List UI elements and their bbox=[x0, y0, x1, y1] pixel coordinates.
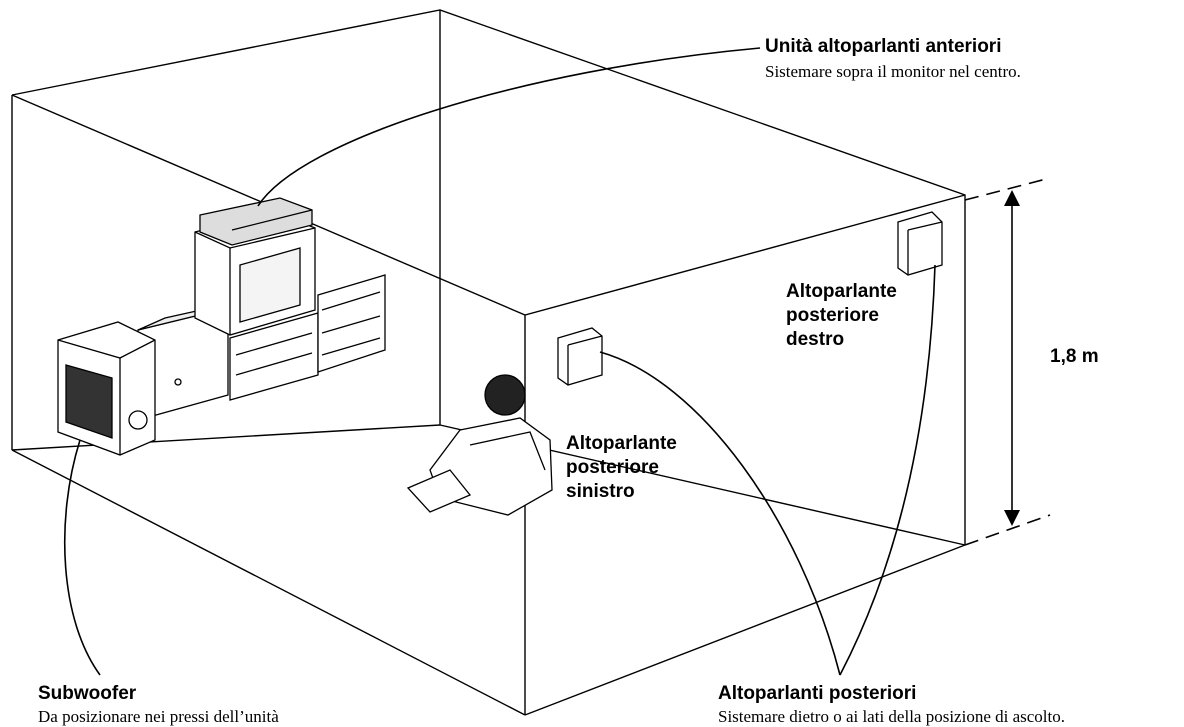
subwoofer-title: Subwoofer bbox=[38, 683, 137, 704]
av-receiver bbox=[229, 312, 319, 401]
height-guides bbox=[964, 177, 1051, 546]
height-label: 1,8 m bbox=[1050, 346, 1099, 367]
tv-stack bbox=[137, 197, 386, 421]
rear-speakers-note: Sistemare dietro o ai lati della posizio… bbox=[718, 707, 1065, 726]
rear-right-label: Altoparlante posteriore destro bbox=[786, 281, 897, 350]
rear-speakers-title: Altoparlanti posteriori bbox=[718, 683, 917, 704]
subwoofer-cabinet bbox=[57, 321, 156, 456]
room-floor-front-left bbox=[11, 449, 526, 716]
av-rack bbox=[317, 274, 386, 373]
front-speakers-title: Unità altoparlanti anteriori bbox=[765, 36, 1002, 57]
listener-in-armchair bbox=[406, 374, 553, 516]
leader-rear-left bbox=[599, 351, 841, 676]
rear-left-speaker bbox=[557, 327, 603, 386]
leader-front bbox=[257, 47, 761, 207]
room-floor-left bbox=[11, 424, 441, 451]
leader-rear-right bbox=[839, 264, 936, 676]
rear-right-speaker bbox=[897, 211, 943, 276]
leader-subwoofer bbox=[63, 439, 101, 676]
front-speaker-unit bbox=[199, 197, 313, 246]
front-speakers-note: Sistemare sopra il monitor nel centro. bbox=[765, 62, 1021, 81]
rear-left-label: Altoparlante posteriore sinistro bbox=[566, 433, 677, 502]
room-back-wall bbox=[11, 9, 966, 545]
room-floor-front-right bbox=[524, 544, 966, 716]
leader-lines bbox=[63, 47, 936, 676]
subwoofer-note: Da posizionare nei pressi dell’unità bbox=[38, 707, 279, 726]
